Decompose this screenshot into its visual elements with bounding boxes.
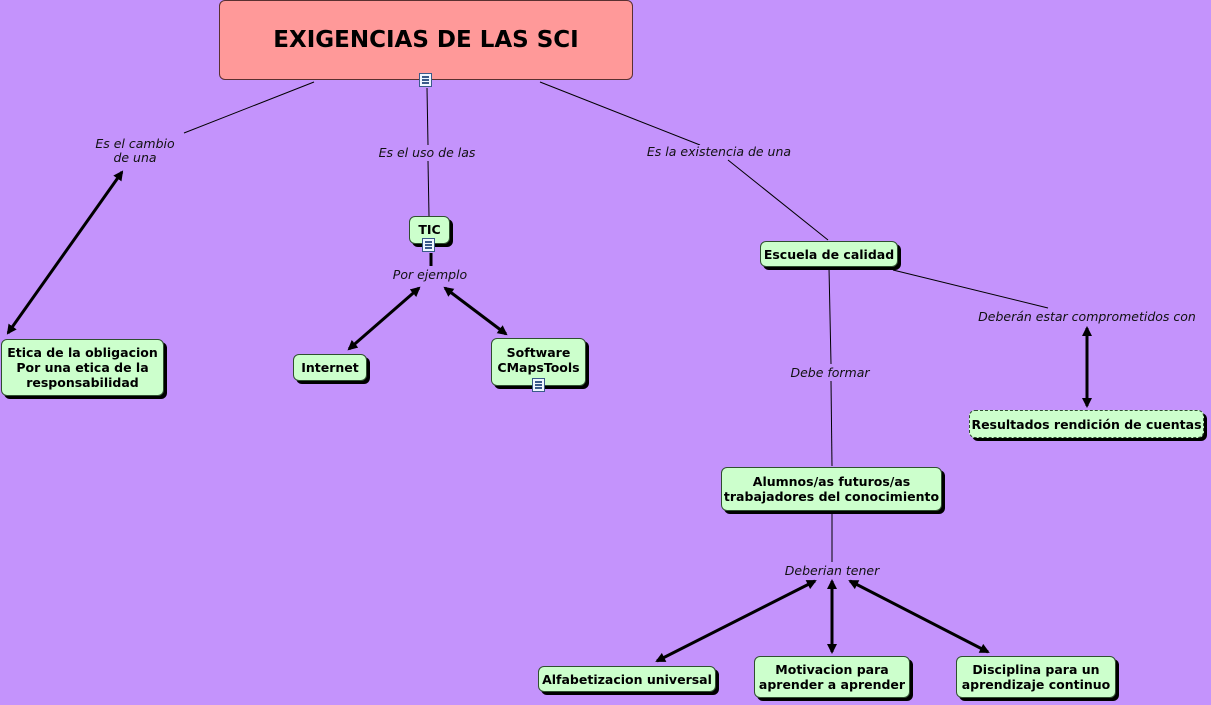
document-icon[interactable] [419,73,432,87]
node-tic[interactable]: TIC [409,216,450,244]
node-disciplina[interactable]: Disciplina para un aprendizaje continuo [956,656,1116,698]
line-title-cambio [183,81,315,134]
document-icon[interactable] [532,378,545,392]
node-motivacion[interactable]: Motivacion para aprender a aprender [754,656,910,698]
arrow-cambio-etica [6,170,124,335]
link-label-formar: Debe formar [784,366,876,380]
node-internet[interactable]: Internet [293,354,367,381]
link-label-cambio: Es el cambio de una [90,137,180,165]
line-escuela-comprometidos [892,269,1049,309]
arrow-tener-alfabetizacion [655,579,817,663]
link-label-tener: Deberian tener [780,564,884,578]
node-etica[interactable]: Etica de la obligacion Por una etica de … [1,339,164,396]
link-label-existencia: Es la existencia de una [643,145,795,159]
link-label-ejemplo: Por ejemplo [387,268,473,282]
node-escuela[interactable]: Escuela de calidad [760,241,898,267]
line-formar-alumnos [830,380,833,467]
link-label-uso: Es el uso de las [372,146,482,160]
node-resultados[interactable]: Resultados rendición de cuentas [969,410,1204,438]
document-icon[interactable] [422,238,435,252]
line-title-existencia [539,81,701,146]
main-title-node[interactable]: EXIGENCIAS DE LAS SCI [219,0,633,80]
line-existencia-escuela [727,159,829,241]
line-title-uso [426,87,429,146]
line-uso-tic [427,160,430,217]
arrow-tener-disciplina [848,579,990,654]
link-label-comprometidos: Deberán estar comprometidos con [976,310,1198,324]
node-alumnos[interactable]: Alumnos/as futuros/as trabajadores del c… [721,467,942,511]
arrow-ejemplo-internet [347,286,421,351]
node-alfabetizacion[interactable]: Alfabetizacion universal [538,666,716,692]
arrow-ejemplo-software [443,286,508,336]
line-escuela-formar [828,267,832,365]
